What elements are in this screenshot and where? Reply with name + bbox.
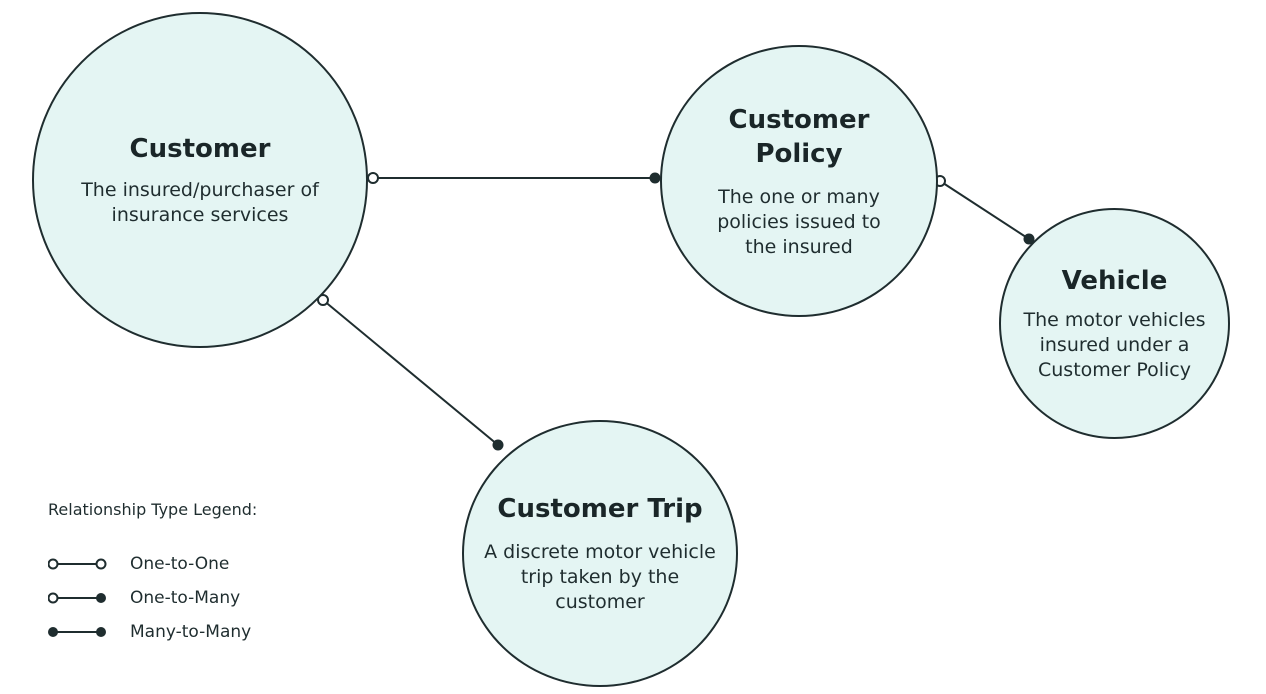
relationship-legend: Relationship Type Legend: One-to-One One… [48,497,348,649]
legend-label: Many-to-Many [130,622,252,642]
entity-title: Customer Trip [497,494,703,524]
filled-filled-connector-icon [48,627,106,637]
entity-title: Customer Policy [728,104,870,169]
connector-line [322,299,499,446]
entity-customer-policy: Customer Policy The one or many policies… [660,45,938,317]
connector-customer-policy [367,172,661,184]
legend-item-one-to-one: One-to-One [48,547,348,581]
entity-description: The insured/purchaser of insurance servi… [81,179,319,226]
entity-customer-trip: Customer Trip A discrete motor vehicle t… [462,420,738,687]
connector-line [939,180,1030,240]
entity-description: The motor vehicles insured under a Custo… [1023,309,1206,381]
entity-description: A discrete motor vehicle trip taken by t… [484,541,716,613]
entity-customer: Customer The insured/purchaser of insura… [32,12,368,348]
filled-end-marker [492,439,504,451]
entity-vehicle: Vehicle The motor vehicles insured under… [999,208,1230,439]
legend-label: One-to-Many [130,588,241,608]
connector-customer-trip [317,294,504,451]
entity-title: Customer [129,134,271,164]
entity-description: The one or many policies issued to the i… [717,185,881,258]
open-end-marker [317,294,329,306]
legend-item-one-to-many: One-to-Many [48,581,348,615]
connector-policy-vehicle [934,175,1035,245]
legend-item-many-to-many: Many-to-Many [48,615,348,649]
open-filled-connector-icon [48,592,106,604]
legend-label: One-to-One [130,554,230,574]
open-open-connector-icon [48,558,107,570]
entity-title: Vehicle [1061,266,1168,296]
filled-end-marker [649,172,661,184]
open-end-marker [367,172,379,184]
legend-title: Relationship Type Legend: [48,500,258,519]
